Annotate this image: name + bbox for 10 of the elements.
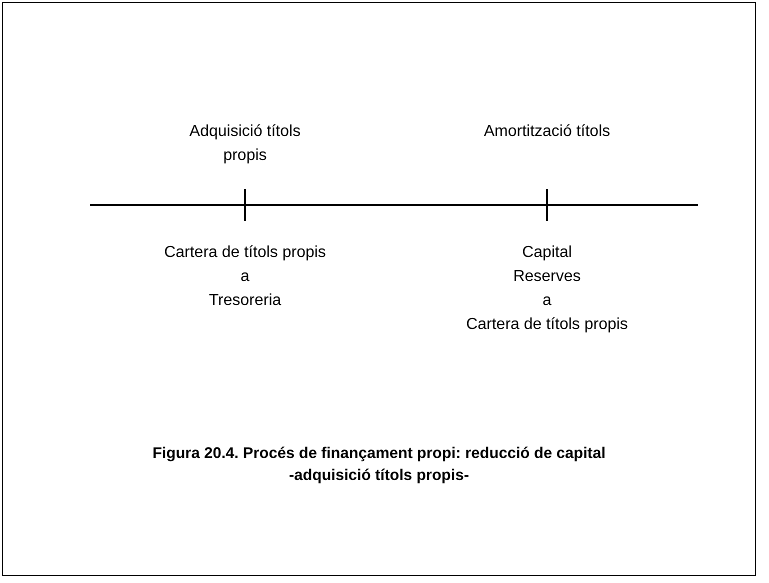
timeline-label: Adquisició títols propis (188, 122, 302, 166)
timeline-label: a (240, 267, 250, 287)
timeline-label: Reserves (512, 267, 582, 287)
timeline-label: Tresoreria (208, 291, 282, 311)
figure-caption: Figura 20.4. Procés de finançament propi: reducció de capital -adquisició títols propis- (151, 444, 607, 486)
timeline-label: Amortització títols (482, 122, 612, 142)
timeline-label: Cartera de títols propis (163, 243, 327, 263)
timeline-label: Cartera de títols propis (465, 315, 629, 335)
timeline-label: a (542, 291, 552, 311)
timeline-label: Capital (521, 243, 573, 263)
